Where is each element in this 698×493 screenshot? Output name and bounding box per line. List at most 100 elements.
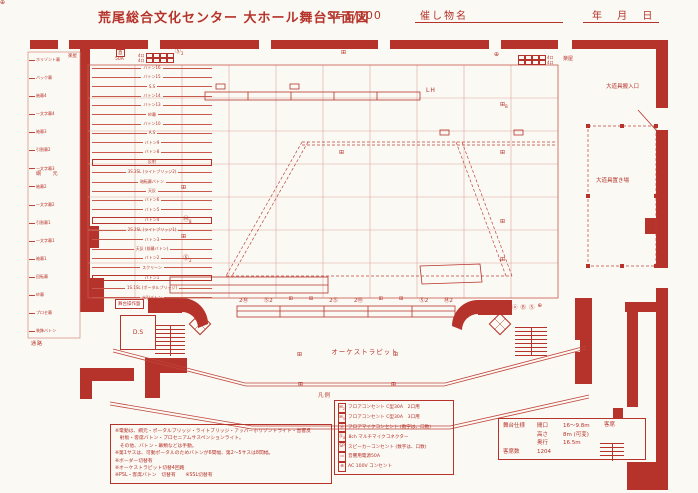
batten-label: 反射 (92, 159, 212, 166)
floor-connector-icon: ⊞B (500, 101, 508, 110)
panel-connector-icon: Ⓢ (160, 303, 167, 309)
curtain-label: 一文字幕1 (29, 238, 79, 244)
batten-label: バトン14 (92, 93, 212, 99)
curtain-label: 紗幕 (29, 293, 79, 298)
props-storage-room (586, 124, 658, 268)
note-line: ※オーケストラピット切替4回路 (115, 466, 185, 472)
orchestra-pit-label: オーケストラピット (331, 348, 399, 356)
event-name-label: 催し物名 (420, 11, 468, 22)
outlet-count-label: 4口 (138, 58, 145, 63)
scale-label: S=1/100 (327, 9, 382, 22)
ds-room: D.S (120, 315, 156, 350)
outlet-cells-icon (145, 53, 174, 63)
passage-label: 通路 (31, 341, 44, 347)
legend-icon: Ⓜ (338, 422, 346, 433)
outlet-count-label: 4口 (547, 60, 554, 65)
batten-label: バトン15 (92, 75, 212, 80)
floor-connector-icon: ⊞ (500, 149, 506, 156)
spec-value: 16〜9.8m (563, 423, 590, 429)
note-line: その他、バトン・幕類などは手動。 (115, 443, 197, 449)
connector-icon: 2Ⓜ (239, 298, 248, 304)
legend-text: 8ch マルチマイクコネクター (348, 434, 409, 440)
floor-connector-icon: ⊞ (500, 256, 506, 263)
curtain-label: 袖幕1 (29, 257, 79, 262)
loading-entrance-label: 大道具搬入口 (606, 84, 640, 90)
legend-row: Ⓢ8 8ch マルチマイクコネクター (338, 432, 450, 443)
legend-row: ⊕ AC 100V コンセント (338, 461, 450, 472)
legend-row: ▭ 音響用電源50A (338, 452, 450, 462)
connector-icon: Ⓢ2 (419, 298, 429, 304)
spec-key: 高さ (537, 431, 549, 438)
curtain-label: 一文字幕2 (29, 202, 79, 208)
floor-connector-icon: ⊕ (494, 51, 500, 58)
curtain-label: 袖幕3 (29, 130, 79, 135)
panel-connector-icon: ⓐ (512, 305, 518, 311)
legend-icon: ⊕ (338, 461, 346, 472)
connector-icon: ⊞ (398, 296, 404, 302)
curtain-label: バック幕 (29, 76, 79, 81)
spec-key: 奥行 (537, 440, 549, 446)
legend-row: SP スピーカーコンセント (数字は、口数) (338, 442, 450, 453)
legend-text: AC 100V コンセント (348, 464, 393, 470)
legend-row: ⊞3 フロアコンセント C型30A 3口用 (338, 412, 450, 423)
legend-row: Ⓜ フロアマイクコンセント (数字は、口数) (338, 422, 450, 433)
batten-label: バトン2 (92, 256, 212, 261)
stairs-bottom-right (600, 443, 624, 461)
legend-icon: SP (338, 442, 346, 453)
batten-label: バトン5 (92, 207, 212, 213)
panel-connector-icon: Ⓢ (529, 305, 535, 311)
curtain-label: 装飾バトン (29, 329, 79, 334)
wall-fills (30, 40, 668, 490)
orchestra-pit-lines (109, 345, 590, 430)
curtain-label: 引割幕2 (29, 148, 79, 153)
stage-outline (87, 64, 559, 299)
note-line: ※第1サスは、可動ポータルのためバトンが6間幅、第2〜5サスは8間幅。 (115, 451, 274, 457)
legend-text: フロアマイクコンセント (数字は、口数) (348, 424, 432, 430)
batten-label: S.S (92, 84, 212, 90)
batten-label: 1S.1SL (ポータルブリッジ) (92, 286, 212, 291)
legend-text: フロアコンセント C型30A 3口用 (348, 415, 420, 421)
props-storage-label: 大道具置き場 (596, 178, 630, 184)
floor-connector-icon: ⊕ (0, 0, 6, 6)
floor-connector-icon: ⊞ (391, 381, 397, 388)
seats-label: 客席数 (503, 448, 520, 455)
floor-connector-icon: ⊞ (393, 351, 399, 358)
batten-label: バトン3 (92, 237, 212, 243)
batten-label: バトン8 (92, 149, 212, 155)
curtain-label: 回転幕 (29, 275, 79, 280)
batten-label: スクリーン (92, 265, 212, 271)
curtain-label: 一文字幕3 (29, 166, 79, 172)
batten-label: A.S (92, 131, 212, 136)
curtain-label: 袖幕4 (29, 94, 79, 99)
specs-title: 舞台仕様 (503, 423, 526, 429)
panel-connector-icon: Ⓡ (169, 303, 175, 309)
date-blank-line (583, 22, 659, 23)
batten-label: バトン1 (92, 274, 212, 282)
curtain-label: プロセ幕 (29, 311, 79, 316)
breaker-amp-label: 50A (115, 57, 124, 62)
stairs-right (515, 327, 547, 356)
stage-front-edge (236, 305, 456, 318)
outlet-count-label: 4口 (547, 55, 554, 60)
curtain-label: 袖幕2 (29, 184, 79, 190)
curtain-strip-outline (27, 51, 81, 339)
spec-key: 間口 (537, 423, 549, 429)
portal-towers (169, 263, 483, 294)
batten-label: 紗幕 (92, 112, 212, 118)
panel-connector-icon: Ⓑ (520, 305, 527, 311)
connector-icon: 2Ⓜ (353, 298, 363, 304)
acoustic-shell-dashed (225, 141, 556, 277)
legend-box: ⊞2 フロアコンセント C型30A 2口用 ⊞3 フロアコンセント C型30A … (334, 400, 454, 475)
outlet-grid-left: 4口 4口 (138, 53, 174, 63)
batten-label: 3S.3SL (ライトブリッジ2) (92, 170, 212, 175)
legend-icon: ▭ (338, 452, 346, 462)
door-line (637, 109, 657, 131)
outlet-cells-icon (518, 55, 546, 65)
batten-label: 暗転幕バトン (92, 179, 212, 185)
connector-icon: ⊞ (308, 296, 314, 302)
